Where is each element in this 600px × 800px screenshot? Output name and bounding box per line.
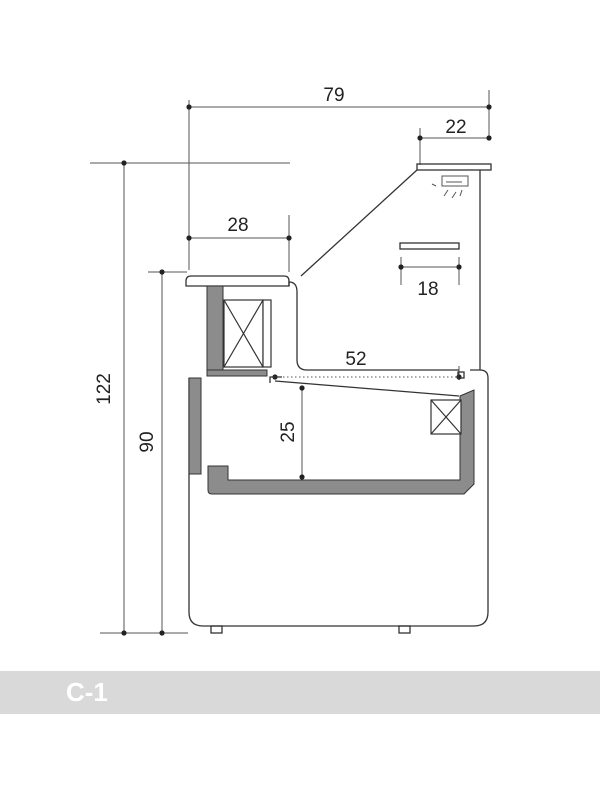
dim-label-top-canopy: 22	[445, 117, 466, 138]
dim-label-total-height: 122	[94, 373, 115, 405]
storage-box-upper	[223, 299, 272, 368]
insulated-walls	[188, 285, 475, 495]
dim-label-shelf-depth: 18	[417, 279, 438, 300]
dimension-dots	[121, 104, 492, 636]
dim-label-worktop-depth: 28	[227, 215, 248, 236]
dim-label-counter-height: 90	[137, 431, 158, 452]
canopy-lamp	[431, 175, 469, 199]
dim-label-overall-width: 79	[323, 85, 344, 106]
dimension-lines	[90, 90, 490, 634]
display-case-body	[185, 163, 492, 634]
dim-label-display-depth: 52	[345, 349, 366, 370]
dim-label-well-depth: 25	[278, 421, 299, 442]
storage-box-lower	[430, 399, 462, 435]
model-label: C-1	[66, 677, 108, 707]
model-label-band: C-1	[0, 671, 600, 714]
